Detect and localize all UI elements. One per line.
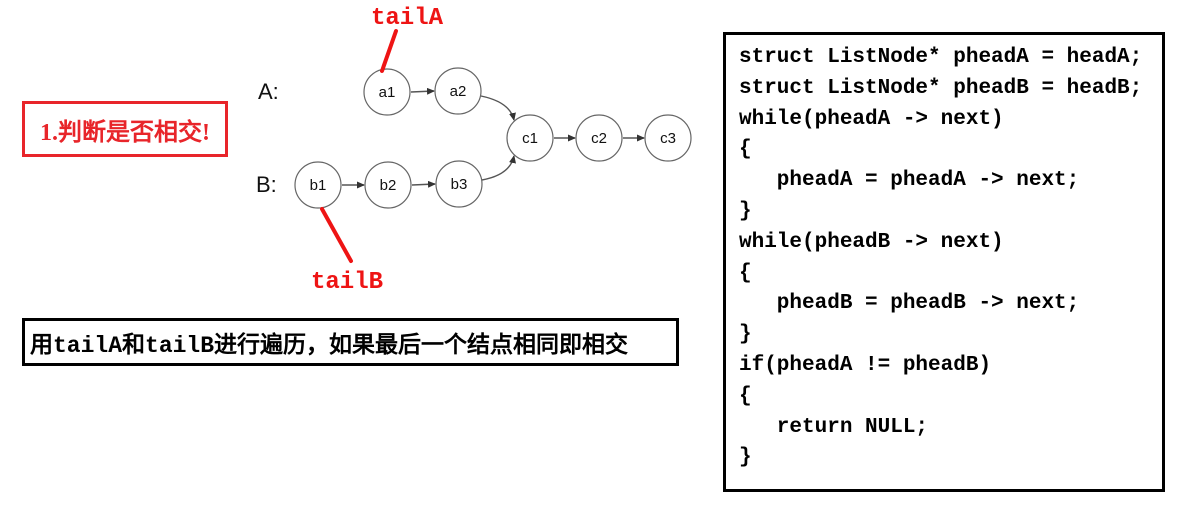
node-label-b3: b3 — [451, 176, 468, 193]
list-a-label: A: — [258, 79, 279, 104]
code-block: struct ListNode* pheadA = headA; struct L… — [739, 43, 1162, 474]
code-line: pheadB = pheadB -> next; — [739, 292, 1080, 316]
code-line: if(pheadA != pheadB) — [739, 353, 992, 377]
code-line: struct ListNode* pheadB = headB; — [739, 76, 1143, 100]
node-label-a2: a2 — [450, 83, 467, 100]
node-circle-c1 — [506, 114, 554, 162]
list-b-label: B: — [256, 172, 277, 197]
node-label-b1: b1 — [310, 177, 327, 194]
node-label-c3: c3 — [660, 130, 676, 147]
code-line: } — [739, 199, 752, 223]
node-circle-b3 — [435, 160, 483, 208]
annotation-box: 1.判断是否相交! — [22, 101, 228, 157]
code-line: while(pheadA -> next) — [739, 107, 1004, 131]
edge-a1-a2 — [410, 87, 435, 95]
code-line: { — [739, 261, 752, 285]
node-label-c2: c2 — [591, 130, 607, 147]
node-circle-a1 — [363, 68, 411, 116]
code-line: struct ListNode* pheadA = headA; — [739, 46, 1143, 69]
node-circle-c3 — [644, 114, 692, 162]
code-line: while(pheadB -> next) — [739, 230, 1004, 254]
tail-a-label: tailA — [371, 5, 444, 32]
node-label-b2: b2 — [380, 177, 397, 194]
code-line: pheadA = pheadA -> next; — [739, 169, 1080, 193]
tail-b-label: tailB — [311, 269, 383, 296]
code-line: } — [739, 323, 752, 347]
node-circle-c2 — [575, 114, 623, 162]
code-line: return NULL; — [739, 415, 929, 439]
code-panel: struct ListNode* pheadA = headA; struct L… — [723, 32, 1165, 492]
tail-a-pointer-line — [380, 29, 398, 73]
tail-b-pointer-line — [320, 207, 353, 263]
code-line: { — [739, 138, 752, 162]
summary-box: 用tailA和tailB进行遍历，如果最后一个结点相同即相交 — [22, 318, 679, 366]
curve-a2-c1 — [480, 95, 516, 121]
annotation-text: 1.判断是否相交! — [40, 119, 210, 146]
node-label-a1: a1 — [379, 84, 396, 101]
node-circle-b1 — [294, 161, 342, 209]
node-circle-b2 — [364, 161, 412, 209]
edge-b2-b3 — [411, 180, 436, 188]
code-line: } — [739, 446, 752, 470]
curve-b3-c1 — [481, 155, 516, 181]
code-line: { — [739, 384, 752, 408]
node-label-c1: c1 — [522, 130, 538, 147]
summary-text: 用tailA和tailB进行遍历，如果最后一个结点相同即相交 — [30, 333, 629, 359]
node-circle-a2 — [434, 67, 482, 115]
